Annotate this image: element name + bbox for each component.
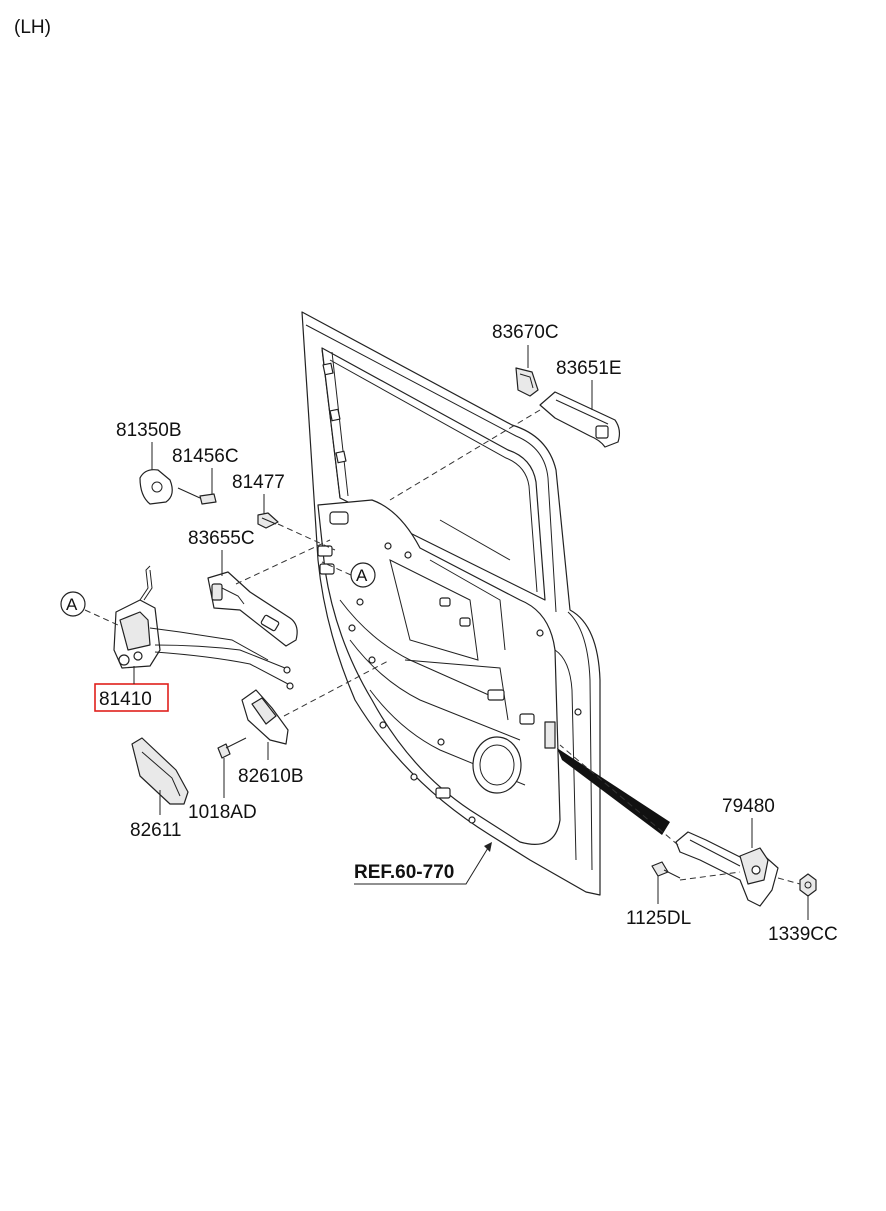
label-81477: 81477 [232,472,285,493]
part-81456C: 81456C [172,446,239,505]
reference-label: REF.60-770 [354,862,454,883]
side-label: (LH) [14,17,51,38]
part-81410: 81410 [94,565,294,712]
label-82610B: 82610B [238,766,304,787]
label-81410: 81410 [99,689,152,710]
label-79480: 79480 [722,796,775,817]
label-1125DL: 1125DL [626,908,691,929]
part-82611: 82611 [130,737,189,841]
callout-a-door: A [321,561,376,588]
part-83655C: 83655C [188,528,298,647]
callout-a-lock: A [60,591,119,626]
label-83670C: 83670C [492,322,559,343]
label-1339CC: 1339CC [768,924,838,945]
part-81350B: 81350B [116,420,182,505]
part-82610B: 82610B [238,689,304,787]
part-83670C: 83670C [492,322,559,397]
part-81477: 81477 [232,472,285,529]
label-1018AD: 1018AD [188,802,257,823]
label-81350B: 81350B [116,420,182,441]
callout-a-door-letter: A [356,566,368,585]
label-83651E: 83651E [556,358,622,379]
label-81410-highlight [94,683,169,712]
check-strap-lead [557,748,670,835]
part-79480: 79480 [675,796,779,907]
part-1018AD: 1018AD [188,737,257,823]
door-panel [301,311,601,896]
part-83651E: 83651E [539,358,622,448]
label-82611: 82611 [130,820,181,841]
callout-a-lock-letter: A [66,595,78,614]
label-81456C: 81456C [172,446,239,467]
part-1125DL: 1125DL [626,861,741,929]
reference-label-group: REF.60-770 [354,842,492,885]
label-83655C: 83655C [188,528,255,549]
part-1339CC: 1339CC [768,873,838,945]
